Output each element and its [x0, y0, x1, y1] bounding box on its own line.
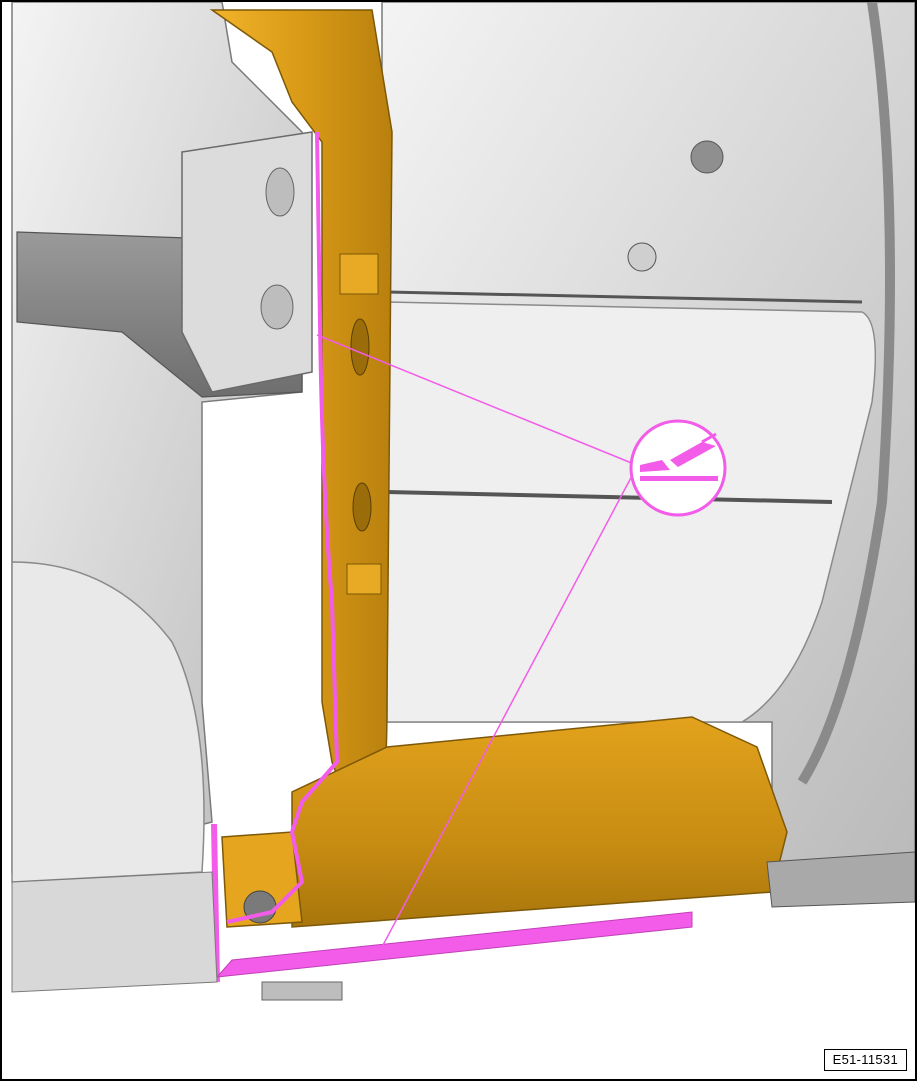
b-pillar-tab-upper	[339, 253, 379, 295]
lower-floor-panel	[11, 871, 218, 993]
weld-seam-pillar-edge	[226, 131, 340, 924]
gusset-hole-upper	[265, 167, 295, 217]
weld-seam-sill-bottom	[215, 911, 693, 978]
weld-seam-grinding-icon	[629, 419, 727, 517]
wheel-arch	[11, 561, 205, 883]
weld-seam-lower-left	[211, 823, 220, 983]
front-pillar-trim	[797, 2, 895, 785]
b-pillar-tab-lower	[346, 563, 382, 595]
leader-line-lower	[381, 471, 635, 948]
figure-reference-number: E51-11531	[823, 1049, 907, 1071]
sill-grey-strip	[766, 851, 915, 908]
leader-line-upper	[316, 334, 635, 465]
door-opening	[386, 301, 877, 723]
gusset-hole-lower	[260, 284, 294, 330]
inner-latch-hole	[627, 242, 657, 272]
gusset-plate	[181, 131, 313, 393]
inner-floor-edge	[386, 490, 833, 504]
inner-round-hole	[690, 140, 724, 174]
jack-point-bracket	[261, 981, 343, 1001]
inner-crossmember	[386, 290, 863, 304]
b-pillar-slot-upper	[350, 318, 370, 376]
b-pillar-slot-lower	[352, 482, 372, 532]
